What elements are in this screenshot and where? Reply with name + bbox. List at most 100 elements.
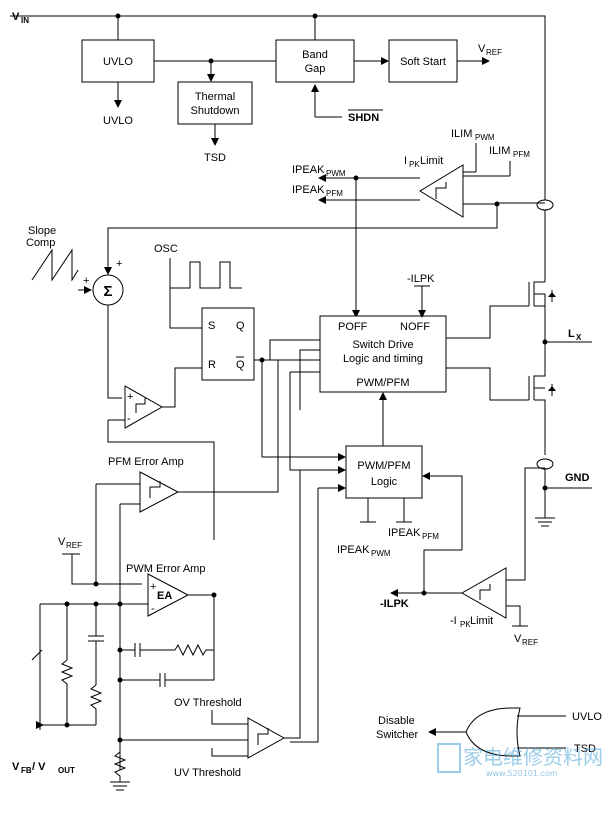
pwm-pfm-logic-label-2: Logic bbox=[371, 476, 398, 488]
slope-ramp bbox=[31, 248, 79, 282]
tsd-output-label: TSD bbox=[204, 152, 226, 164]
ea-minus: - bbox=[151, 603, 155, 615]
switcher-label: Switcher bbox=[376, 729, 419, 741]
svg-text:PFM: PFM bbox=[422, 532, 439, 541]
pwm-error-amp bbox=[147, 573, 190, 617]
svg-text:IPEAK: IPEAK bbox=[292, 164, 325, 176]
latch-q: Q bbox=[236, 320, 245, 332]
svg-text:Limit: Limit bbox=[420, 155, 443, 167]
logic-timing-label: Logic and timing bbox=[343, 353, 423, 365]
ipeak-pfm-label: IPEAK PFM bbox=[292, 184, 343, 198]
ov-uv-comparator bbox=[247, 717, 286, 759]
pwm-pfm-label: PWM/PFM bbox=[356, 377, 409, 389]
vin-label: V IN bbox=[12, 11, 29, 25]
svg-text:/ V: / V bbox=[32, 761, 46, 773]
uvlo-block bbox=[81, 39, 155, 83]
ipeak-pwm-bottom-label: IPEAK PWM bbox=[337, 544, 391, 558]
svg-text:PK: PK bbox=[409, 160, 420, 169]
latch-r: R bbox=[208, 359, 216, 371]
osc-label: OSC bbox=[154, 243, 178, 255]
gnd-label: GND bbox=[565, 472, 590, 484]
uvlo-input-label: UVLO bbox=[572, 711, 602, 723]
ilim-pfm-label: ILIM PFM bbox=[489, 145, 530, 159]
ilpk-top-label: -ILPK bbox=[407, 273, 435, 285]
bandgap-label-2: Gap bbox=[305, 63, 326, 75]
svg-text:PFM: PFM bbox=[513, 150, 530, 159]
svg-text:Limit: Limit bbox=[470, 615, 493, 627]
soft-start-label: Soft Start bbox=[400, 56, 446, 68]
poff-label: POFF bbox=[338, 321, 368, 333]
ipeak-pwm-label: IPEAK PWM bbox=[292, 164, 346, 178]
uv-threshold-label: UV Threshold bbox=[174, 767, 241, 779]
vin-rail bbox=[10, 15, 546, 282]
switch-drive-block bbox=[319, 315, 447, 393]
uvlo-block-label: UVLO bbox=[103, 56, 133, 68]
bandgap-label-1: Band bbox=[302, 49, 328, 61]
pfm-error-amp bbox=[139, 471, 180, 513]
ground-symbol-bottom bbox=[110, 781, 130, 791]
latch-s: S bbox=[208, 320, 215, 332]
svg-text:REF: REF bbox=[486, 48, 502, 57]
vref-bottom-label: V REF bbox=[514, 633, 538, 647]
svg-text:PK: PK bbox=[460, 620, 471, 629]
lx-label: L X bbox=[568, 328, 582, 342]
svg-text:V: V bbox=[514, 633, 522, 645]
ilpk-bottom-label: -ILPK bbox=[380, 598, 409, 610]
svg-text:PWM: PWM bbox=[371, 549, 391, 558]
sum-plus-top: + bbox=[116, 258, 122, 270]
svg-text:I: I bbox=[404, 155, 407, 167]
high-side-mosfet bbox=[528, 281, 546, 342]
sr-latch bbox=[201, 307, 255, 381]
svg-text:FB: FB bbox=[21, 766, 32, 775]
or-gate bbox=[465, 707, 521, 757]
osc-waveform bbox=[169, 258, 242, 289]
shutdown-label: Shutdown bbox=[191, 105, 240, 117]
ov-threshold-label: OV Threshold bbox=[174, 697, 242, 709]
pwm-comparator bbox=[124, 385, 164, 429]
current-sense-lx-high bbox=[536, 199, 554, 211]
comp-capacitor-2 bbox=[120, 650, 215, 687]
svg-text:IPEAK: IPEAK bbox=[292, 184, 325, 196]
svg-text:IPEAK: IPEAK bbox=[337, 544, 370, 556]
ground-symbol bbox=[535, 517, 555, 527]
svg-text:IPEAK: IPEAK bbox=[388, 527, 421, 539]
comp-plus: + bbox=[127, 391, 133, 403]
svg-text:L: L bbox=[568, 328, 575, 340]
ea-label: EA bbox=[157, 590, 172, 602]
feedback-resistor-1 bbox=[60, 659, 74, 725]
svg-text:V: V bbox=[12, 761, 20, 773]
bandgap-block bbox=[275, 39, 355, 83]
pwm-pfm-logic-label-1: PWM/PFM bbox=[357, 460, 410, 472]
bottom-resistor bbox=[113, 751, 127, 782]
soft-start-block bbox=[388, 39, 458, 83]
ea-plus: + bbox=[150, 581, 156, 593]
ipeak-pfm-bottom-label: IPEAK PFM bbox=[388, 527, 439, 541]
low-side-mosfet bbox=[528, 342, 546, 455]
thermal-label: Thermal bbox=[195, 91, 235, 103]
svg-text:PWM: PWM bbox=[475, 133, 495, 142]
switch-drive-label: Switch Drive bbox=[352, 339, 413, 351]
uvlo-output-label: UVLO bbox=[103, 115, 133, 127]
svg-text:V: V bbox=[478, 43, 486, 55]
svg-text:X: X bbox=[576, 333, 582, 342]
pfm-error-amp-label: PFM Error Amp bbox=[108, 456, 184, 468]
thermal-shutdown-block bbox=[177, 81, 253, 125]
feedback-resistor-2 bbox=[89, 684, 103, 725]
tsd-input-label: TSD bbox=[574, 743, 596, 755]
shdn-label: SHDN bbox=[348, 112, 379, 124]
ipk-limit-comparator bbox=[419, 164, 464, 218]
svg-text:OUT: OUT bbox=[58, 766, 75, 775]
comp-capacitor-1 bbox=[120, 643, 175, 657]
vfb-vout-label: V FB / V OUT bbox=[12, 761, 75, 775]
svg-text:-I: -I bbox=[450, 615, 457, 627]
vref-mid-label: V REF bbox=[58, 536, 82, 550]
ipk-limit-label: I PK Limit bbox=[404, 155, 443, 169]
disable-label: Disable bbox=[378, 715, 415, 727]
neg-ipk-limit-comparator bbox=[460, 567, 507, 619]
comp-resistor bbox=[174, 643, 214, 657]
watermark: 家电维修资料网 www.520101.com bbox=[437, 743, 603, 778]
pwm-error-amp-label: PWM Error Amp bbox=[126, 563, 205, 575]
ilim-pwm-label: ILIM PWM bbox=[451, 128, 495, 142]
svg-text:Comp: Comp bbox=[26, 237, 55, 249]
svg-text:Slope: Slope bbox=[28, 225, 56, 237]
